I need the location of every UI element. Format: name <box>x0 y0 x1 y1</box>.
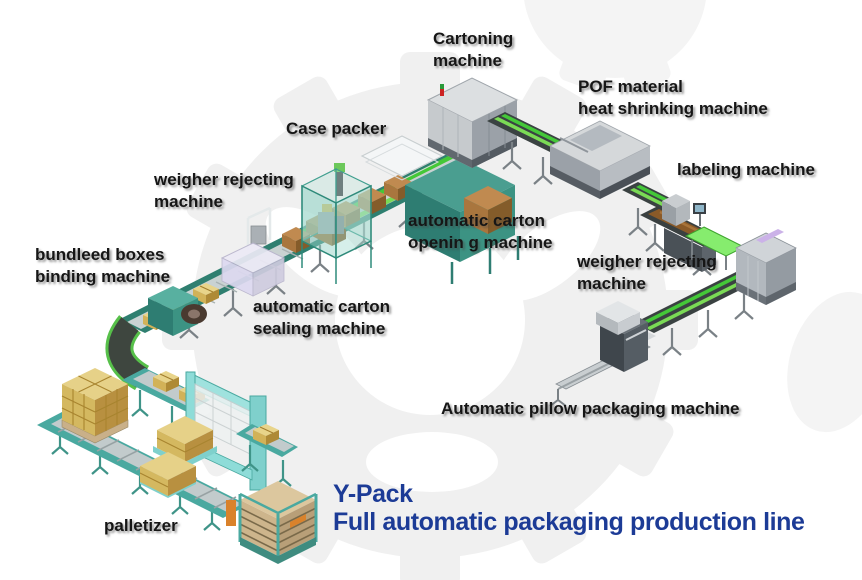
pallet-stack-full <box>61 368 129 444</box>
label-carton-sealing-machine: automatic carton sealing machine <box>253 297 390 339</box>
transfer-table <box>684 226 746 270</box>
side-conveyor <box>236 423 298 488</box>
label-pillow-packaging-machine: Automatic pillow packaging machine <box>441 399 740 418</box>
pillow-packaging-machine-illustration <box>549 301 651 407</box>
label-labeling-machine: labeling machine <box>677 160 815 179</box>
label-weigher-rejecting-left: weigher rejecting machine <box>154 170 294 212</box>
label-cartoning-machine: Cartoning machine <box>433 29 514 71</box>
weigher-rejecting-right-illustration <box>735 229 797 305</box>
binding-machine-illustration <box>148 286 207 336</box>
palletizer-illustration <box>37 368 318 564</box>
carton-opening-machine-illustration <box>360 135 520 284</box>
sensor-stand <box>334 163 345 196</box>
label-bundling-machine: bundleed boxes binding machine <box>35 245 171 287</box>
label-palletizer: palletizer <box>104 516 178 535</box>
curve-conveyor <box>105 315 150 391</box>
label-weigher-rejecting-right: weigher rejecting machine <box>577 252 717 294</box>
label-case-packer: Case packer <box>286 119 387 138</box>
label-pof-shrinking-machine: POF material heat shrinking machine <box>578 77 768 119</box>
pallet-stack-mid <box>139 416 217 498</box>
product-line-title: Y-Pack Full automatic packaging producti… <box>333 480 805 536</box>
title-tagline: Full automatic packaging production line <box>333 508 805 536</box>
pof-shrinking-machine-illustration <box>549 120 651 199</box>
brand-name: Y-Pack <box>333 480 413 508</box>
sealing-machine-illustration <box>220 242 286 297</box>
empty-pallet-stack <box>226 481 318 564</box>
label-carton-opening-machine: automatic carton openin g machine <box>408 211 553 253</box>
case-packer-illustration <box>301 168 372 284</box>
weigher-rejecting-left-illustration <box>246 206 272 250</box>
open-carton-box <box>464 186 512 234</box>
